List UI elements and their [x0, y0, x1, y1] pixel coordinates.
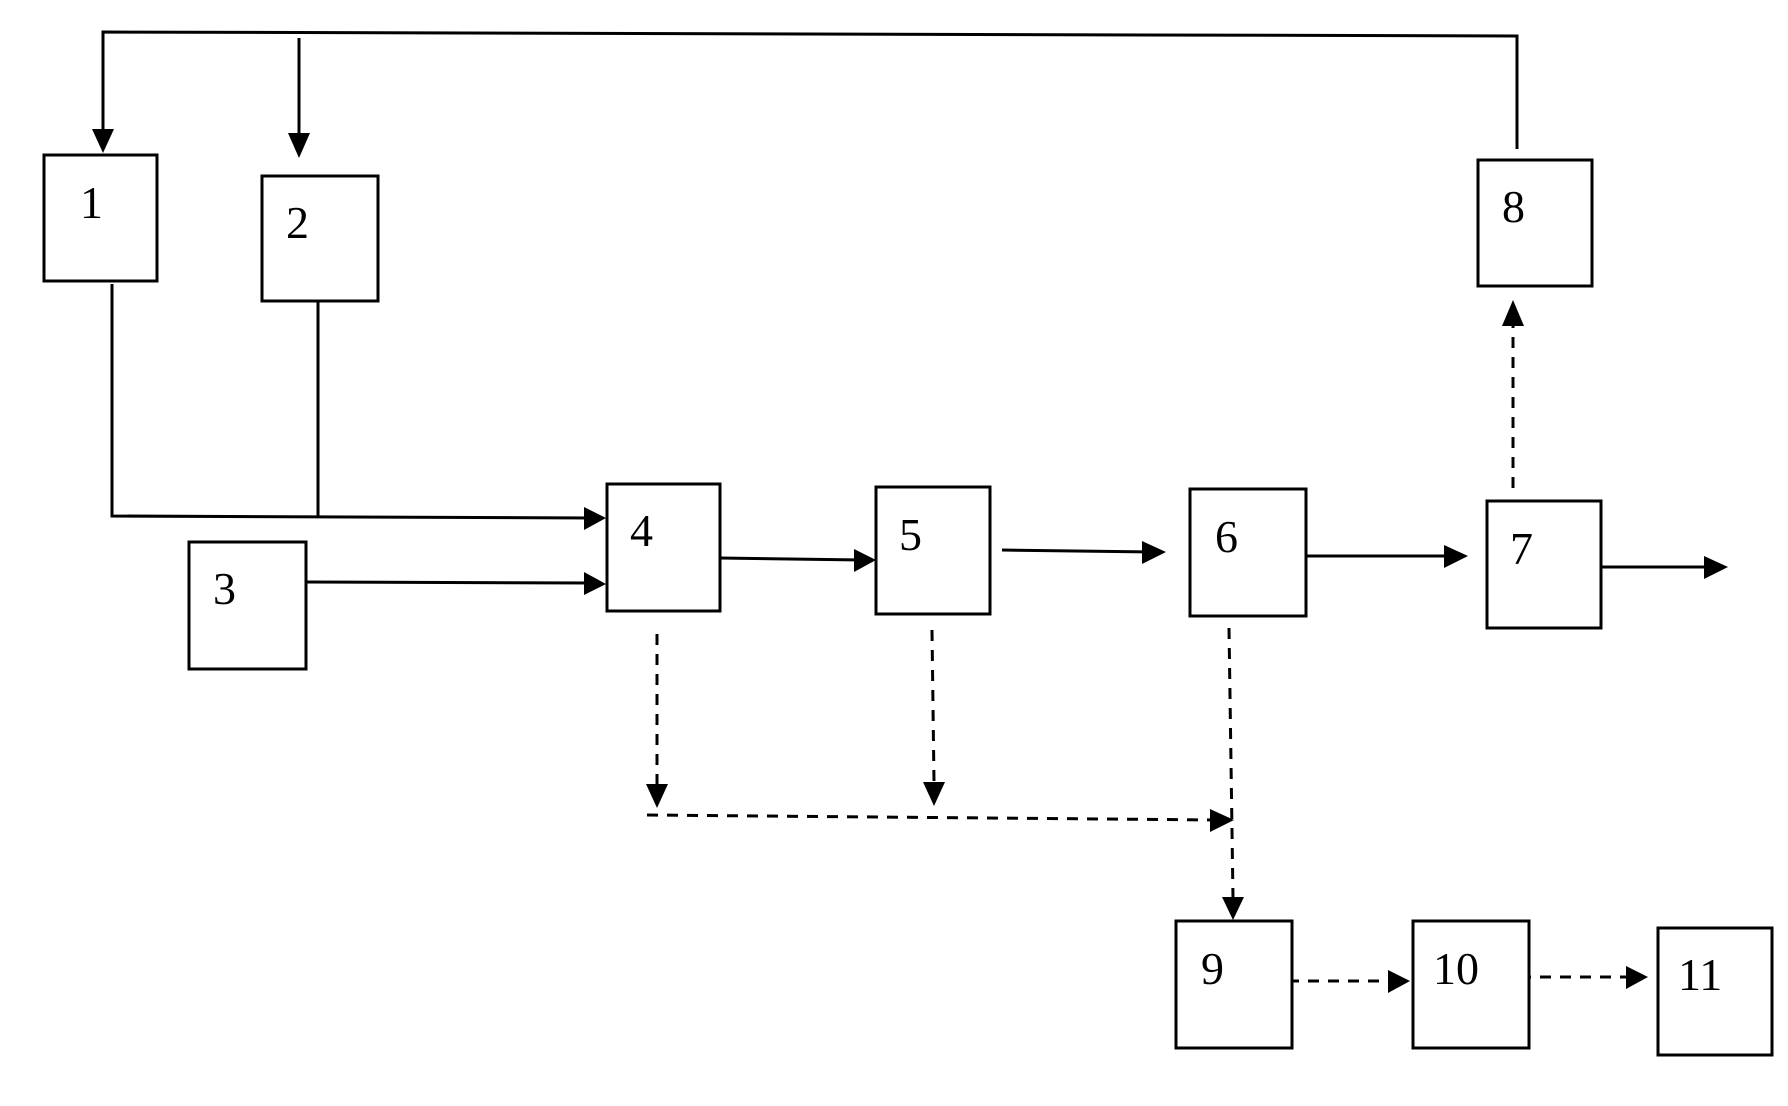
arrowhead-into-2 [288, 133, 310, 158]
block-11: 11 [1656, 926, 1774, 1057]
block-4: 4 [605, 482, 722, 613]
arrowhead-into-1 [92, 129, 114, 153]
block-5-label: 5 [899, 509, 922, 560]
arrowhead-4-down [646, 784, 668, 808]
block-8: 8 [1476, 158, 1594, 288]
block-7-label: 7 [1510, 523, 1533, 574]
block-3-label: 3 [213, 563, 236, 614]
arrowhead-output [1704, 556, 1728, 579]
block-7: 7 [1485, 499, 1603, 630]
arrowhead-collector [1210, 809, 1234, 832]
block-2: 2 [260, 174, 380, 303]
connector-3-to-4 [304, 580, 593, 585]
connector-4-to-5 [719, 556, 863, 562]
block-9-label: 9 [1201, 943, 1224, 994]
arrowhead-into-10 [1388, 970, 1410, 993]
block-11-label: 11 [1678, 949, 1722, 1000]
block-9: 9 [1174, 919, 1294, 1050]
connector-1-to-4 [110, 284, 593, 520]
block-6-label: 6 [1215, 511, 1238, 562]
arrowhead-5-down [923, 782, 945, 806]
block-3: 3 [187, 540, 308, 671]
block-8-label: 8 [1502, 181, 1525, 232]
arrowhead-into-7 [1444, 545, 1468, 568]
block-1-label: 1 [80, 177, 103, 228]
arrowhead-into-11 [1626, 966, 1648, 989]
block-4-label: 4 [630, 505, 653, 556]
arrowhead-into-5 [854, 549, 876, 572]
arrowhead-into-4-top [584, 507, 606, 530]
connector-8-to-1 [101, 30, 1519, 149]
connector-6-to-9 [1227, 627, 1235, 899]
arrowhead-into-6 [1142, 541, 1166, 564]
block-10-label: 10 [1433, 943, 1479, 994]
block-2-label: 2 [286, 197, 309, 248]
connector-5-down [930, 629, 936, 783]
arrowhead-into-8 [1502, 300, 1524, 326]
block-10: 10 [1411, 919, 1531, 1050]
connector-collector [646, 813, 1219, 822]
arrowhead-into-9 [1222, 897, 1244, 920]
block-6: 6 [1188, 487, 1308, 618]
arrowhead-into-4-bottom [584, 572, 606, 595]
connector-5-to-6 [1001, 548, 1151, 554]
block-5: 5 [874, 485, 992, 616]
block-1: 1 [42, 153, 159, 283]
